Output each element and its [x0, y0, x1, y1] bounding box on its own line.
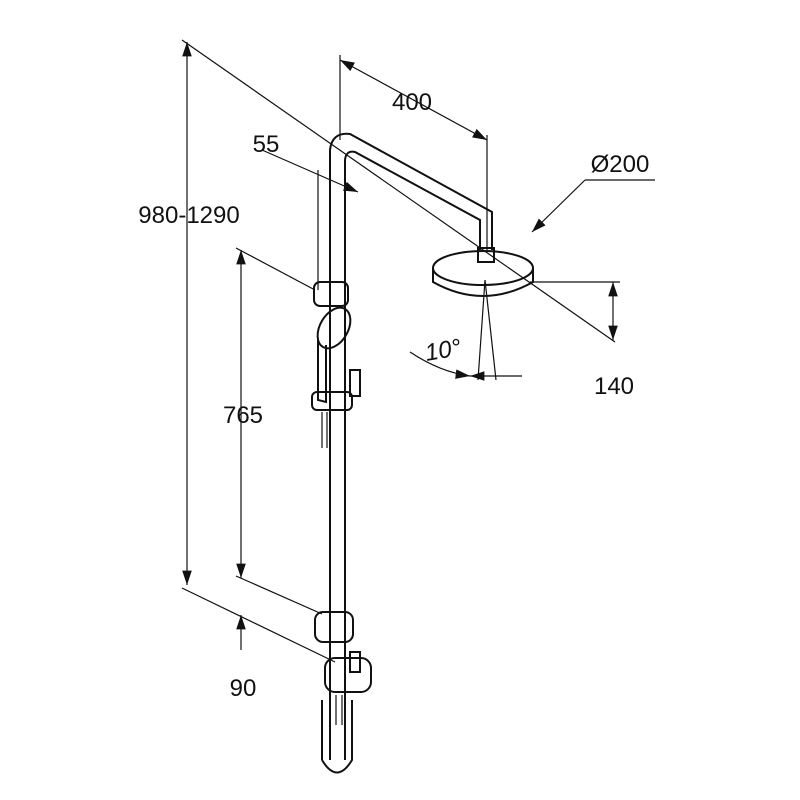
- head-drop-label: 140: [594, 373, 634, 400]
- head-drop-dimension: [530, 281, 620, 340]
- head-diameter-label: Ø200: [591, 151, 650, 178]
- wall-offset-dimension: [261, 149, 359, 290]
- head-diameter-leader: [531, 179, 655, 233]
- rail-length-label: 765: [223, 402, 263, 429]
- mixer-valve: [314, 611, 372, 725]
- hand-shower: [311, 281, 361, 448]
- mixer-offset-label: 90: [230, 675, 257, 702]
- total-height-label: 980-1290: [138, 202, 239, 229]
- arm-length-dimension: [339, 55, 488, 250]
- arm-length-label: 400: [392, 89, 432, 116]
- shower-riser: [321, 132, 493, 774]
- rain-shower-head: [432, 247, 534, 297]
- wall-offset-label: 55: [253, 131, 280, 158]
- tilt-angle-label: 10°: [423, 334, 464, 367]
- total-height-dimension: [181, 39, 616, 663]
- rail-length-dimension: [235, 247, 323, 650]
